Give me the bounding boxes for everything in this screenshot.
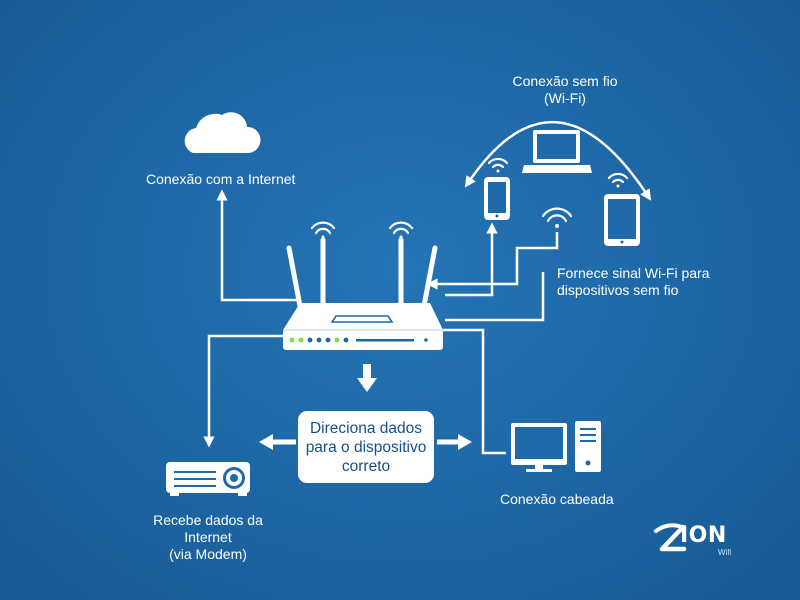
router-antennas	[286, 237, 438, 309]
wireless-connection-label-line1: Conexão sem fio	[512, 73, 618, 89]
wireless-connection-label-line2: (Wi-Fi)	[544, 90, 586, 106]
routing-info-box: Direciona dados para o dispositivo corre…	[298, 411, 434, 483]
pc-tower-icon	[575, 421, 601, 472]
routing-info-line2: para o dispositivo	[305, 438, 427, 456]
brand-logo: ION Wifi	[652, 521, 742, 561]
projector-modem-icon	[166, 462, 250, 496]
logo-mark	[654, 523, 687, 552]
modem-label-line2: Internet	[184, 529, 232, 545]
wifi-signal-label-line2: dispositivos sem fio	[557, 282, 679, 298]
router-icon	[283, 303, 443, 350]
laptop-icon	[522, 130, 592, 173]
smartphone-icon	[484, 177, 510, 220]
modem-label-line1: Recebe dados da	[153, 512, 263, 528]
wired-connection-label: Conexão cabeada	[500, 491, 614, 507]
internet-connection-label: Conexão com a Internet	[146, 171, 296, 187]
wifi-signal-icon	[541, 207, 573, 228]
tablet-icon	[604, 194, 640, 246]
modem-label-line3: (via Modem)	[169, 546, 247, 562]
modem-label: Recebe dados da Internet (via Modem)	[138, 512, 278, 563]
wired-connection-line	[443, 328, 506, 455]
wifi-signal-icon	[487, 157, 509, 173]
desktop-monitor-icon	[511, 423, 567, 472]
wifi-signal-label: Fornece sinal Wi-Fi para dispositivos se…	[557, 265, 710, 299]
wireless-arc	[464, 120, 652, 201]
logo-subtitle: Wifi	[718, 548, 732, 557]
routing-info-line1: Direciona dados	[309, 419, 422, 437]
wifi-devices-line	[445, 272, 545, 322]
logo-name: ION	[680, 523, 727, 548]
internet-connection-line	[216, 189, 300, 302]
cloud-icon	[184, 112, 261, 153]
wifi-signal-icon	[607, 172, 629, 188]
routing-info-line3: correto	[341, 457, 391, 475]
right-arrow	[437, 434, 472, 450]
wifi-signal-label-line1: Fornece sinal Wi-Fi para	[557, 265, 710, 281]
modem-connection-line	[203, 334, 283, 448]
wifi-signal-icon	[388, 221, 414, 239]
down-arrow	[357, 364, 377, 392]
wifi-provide-line	[426, 232, 559, 290]
wireless-connection-label: Conexão sem fio (Wi-Fi)	[480, 73, 650, 107]
left-arrow	[259, 434, 296, 450]
phone-connection-line	[445, 222, 498, 297]
wifi-signal-icon	[310, 221, 336, 239]
